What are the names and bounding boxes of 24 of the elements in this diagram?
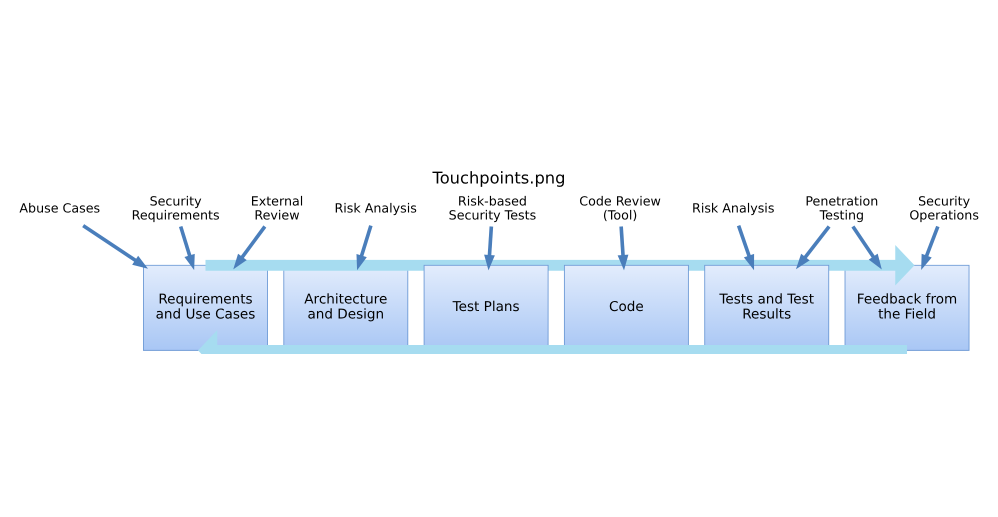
arrow [356, 225, 373, 270]
arrow [921, 226, 940, 270]
arrow [178, 226, 195, 270]
node-box: Feedback from the Field [844, 264, 970, 351]
node-text: Risk Analysis [334, 200, 417, 216]
node-text: Penetration Testing [805, 194, 878, 222]
node-text: External Review [250, 194, 304, 222]
arrow [736, 225, 754, 270]
node-text: Security Operations [909, 194, 979, 222]
arrow [82, 224, 148, 269]
arrow [205, 245, 915, 286]
node-box: Requirements and Use Cases [143, 264, 268, 351]
node-text: Code Review (Tool) [579, 194, 661, 222]
diagram-title: Touchpoints.png [432, 168, 566, 188]
node-text: Risk Analysis [692, 200, 774, 216]
arrow [851, 225, 882, 270]
node-text: Security Requirements [132, 194, 220, 222]
arrow [233, 225, 266, 270]
arrow [484, 226, 495, 270]
node-text: Risk-based Security Tests [448, 194, 536, 222]
arrow [618, 226, 628, 270]
arrow [198, 330, 908, 354]
arrow [796, 225, 831, 270]
node-text: Abuse Cases [19, 200, 100, 216]
